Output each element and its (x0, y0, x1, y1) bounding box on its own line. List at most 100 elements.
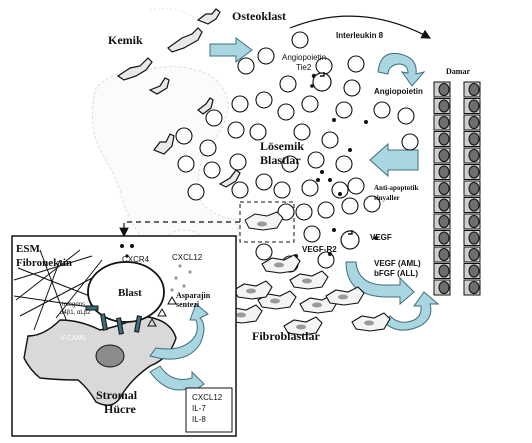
label-angiopoietin-top: Angiopoietin (282, 53, 326, 62)
stromal-signal-arrow (149, 303, 209, 360)
blast-circle (347, 55, 365, 73)
cytokine-arrow (149, 365, 205, 395)
label-fibronektin: Fibronektin (16, 257, 72, 269)
endothelial-nucleus (468, 132, 480, 146)
blast-circle (227, 121, 245, 139)
fibroblast-nucleus (302, 278, 312, 284)
blast-circle (373, 101, 391, 119)
blast-circle (301, 179, 319, 197)
label-box-cxcl12: CXCL12 (192, 393, 223, 402)
blast-circle (277, 103, 295, 121)
bone-cell (148, 77, 170, 95)
fibroblast-nucleus (270, 298, 280, 304)
endothelial-nucleus (438, 149, 450, 162)
bone-outline (91, 66, 241, 245)
label-vegf-r2: VEGF-R2 (302, 245, 337, 254)
endothelial-nucleus (468, 83, 480, 96)
blast-circle (187, 183, 205, 201)
stromal-nucleus (95, 344, 125, 368)
blast-circle (273, 181, 291, 199)
endothelial-nucleus (438, 281, 450, 294)
blast-circle (335, 101, 353, 119)
blast-circle (255, 173, 273, 191)
osteoclast-arrow (209, 37, 253, 63)
cxcr4-receptors (120, 244, 134, 258)
endothelial-nucleus (468, 149, 480, 162)
label-cxcr4: CXCR4 (122, 255, 150, 264)
endothelial-nucleus (468, 116, 480, 129)
blast-circle (335, 155, 353, 173)
blast-circle (231, 181, 249, 199)
endothelial-nucleus (468, 264, 480, 278)
ecm-fibers (13, 249, 111, 331)
zoom-connector (119, 221, 240, 238)
endothelial-nucleus (438, 215, 450, 228)
bone-cell (218, 169, 241, 188)
blood-vessel (433, 81, 481, 296)
fibroblast-nucleus (274, 262, 284, 268)
label-damar: Damar (446, 67, 470, 76)
label-vcam1: V-CAM1 (60, 335, 86, 342)
endothelial-nucleus (468, 248, 480, 261)
blast-circle (281, 155, 299, 173)
anti-apoptotic-arrow (369, 142, 419, 178)
bone-cell (153, 133, 175, 155)
fibroblast-nucleus (312, 302, 322, 308)
label-losemik: Lösemik (260, 139, 304, 153)
blast-circle (341, 197, 359, 215)
blast-circle (295, 203, 313, 221)
blast-circle (343, 79, 361, 97)
endothelial-nucleus (438, 231, 450, 245)
label-esm: ESM (16, 243, 40, 255)
blast-circle (257, 47, 275, 65)
asparagine-triangles (147, 295, 177, 327)
bone-cell (196, 8, 221, 25)
endothelial-nucleus (438, 264, 450, 278)
blast-circle (177, 155, 195, 173)
vegf-cycle-arrow (345, 261, 415, 306)
integrin-bonds (85, 305, 142, 335)
blast-circle (199, 139, 217, 157)
blast-circle (363, 195, 381, 213)
angiopoietin-cycle-arrow (377, 52, 426, 87)
cxcl12-particles (170, 264, 192, 292)
blast-circle (279, 75, 297, 93)
endothelial-nucleus (468, 231, 480, 245)
fibroblast-nucleus (338, 294, 348, 300)
fibroblast-nucleus (246, 288, 256, 294)
label-stromal: Stromal (96, 388, 138, 402)
endothelial-nucleus (438, 182, 450, 195)
zoom-fibroblast (244, 211, 284, 231)
cytokine-box (185, 387, 233, 433)
label-blastlar: Blastlar (260, 153, 301, 167)
label-sinyaller: sinyaller (374, 194, 400, 202)
endothelial-nucleus (468, 281, 480, 294)
endothelial-nucleus (468, 99, 480, 113)
label-bfgf-all: bFGF (ALL) (374, 269, 418, 278)
label-anti-apoptotik: Anti-apoptotik (374, 184, 418, 192)
label-fibroblastlar: Fibroblastlar (252, 329, 320, 343)
bone-cell (197, 97, 214, 115)
blast-circle (317, 201, 335, 219)
bone-cell (167, 27, 203, 53)
blast-circle (255, 243, 273, 261)
label-osteoklast: Osteoklast (232, 9, 286, 23)
zoom-fibroblast-nucleus (257, 221, 267, 227)
endothelial-nucleus (438, 83, 450, 96)
blast-circle (231, 95, 249, 113)
blast-circle (331, 181, 349, 199)
endothelial-nucleus (438, 132, 450, 146)
endothelial-nucleus (438, 198, 450, 212)
endothelial-nucleus (438, 99, 450, 113)
label-vegf: VEGF (370, 233, 392, 242)
blast-circle (205, 109, 223, 127)
blast-circle (203, 161, 221, 179)
endothelial-nucleus (468, 198, 480, 212)
label-kemik: Kemik (108, 33, 143, 47)
fibroblast-nucleus (296, 324, 306, 330)
bone-cells (116, 8, 241, 188)
label-blast: Blast (118, 287, 142, 299)
label-sentezi: sentezi (176, 300, 200, 309)
